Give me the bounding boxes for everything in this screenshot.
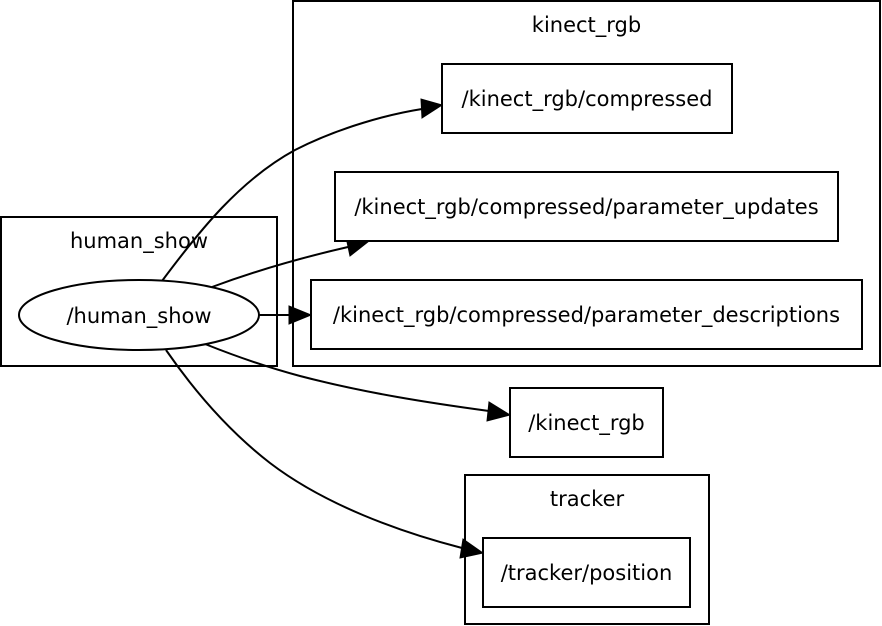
arrowhead-compressed [420,98,444,119]
cluster-kinect-rgb: kinect_rgb [292,0,881,367]
node-kinect-rgb-shape[interactable] [509,387,664,458]
node-tracker-position[interactable]: /tracker/position [482,537,691,608]
edge-to-tracker-position[interactable] [165,349,463,549]
node-parameter-descriptions-label: /kinect_rgb/compressed/parameter_descrip… [333,303,840,328]
cluster-human-show-label: human_show [70,229,208,254]
cluster-kinect-rgb-border [292,0,881,367]
node-kinect-rgb-compressed-label: /kinect_rgb/compressed [462,87,713,112]
edges [161,98,512,559]
node-human-show-label: /human_show [66,304,211,329]
edge-to-compressed[interactable] [161,108,423,282]
node-tracker-position-shape[interactable] [482,537,691,608]
edge-to-parameter-updates[interactable] [211,246,349,288]
arrowhead-parameter-descriptions [288,305,313,325]
arrowhead-kinect-rgb [486,401,512,422]
cluster-kinect-rgb-label: kinect_rgb [532,13,641,38]
node-parameter-descriptions-shape[interactable] [310,279,863,350]
node-human-show[interactable]: /human_show [18,279,260,351]
node-kinect-rgb[interactable]: /kinect_rgb [509,387,664,458]
node-parameter-updates-label: /kinect_rgb/compressed/parameter_updates [354,195,818,220]
node-tracker-position-label: /tracker/position [501,561,673,585]
node-parameter-descriptions[interactable]: /kinect_rgb/compressed/parameter_descrip… [310,279,863,350]
cluster-tracker-label: tracker [550,487,625,511]
edge-to-kinect-rgb[interactable] [204,343,490,412]
node-kinect-rgb-compressed-shape[interactable] [441,63,733,134]
node-kinect-rgb-label: /kinect_rgb [528,411,645,436]
cluster-human-show-border [0,216,278,367]
arrowhead-tracker-position [459,538,485,559]
node-kinect-rgb-compressed[interactable]: /kinect_rgb/compressed [441,63,733,134]
node-human-show-shape[interactable] [18,279,260,351]
node-parameter-updates[interactable]: /kinect_rgb/compressed/parameter_updates [334,171,839,242]
node-parameter-updates-shape[interactable] [334,171,839,242]
